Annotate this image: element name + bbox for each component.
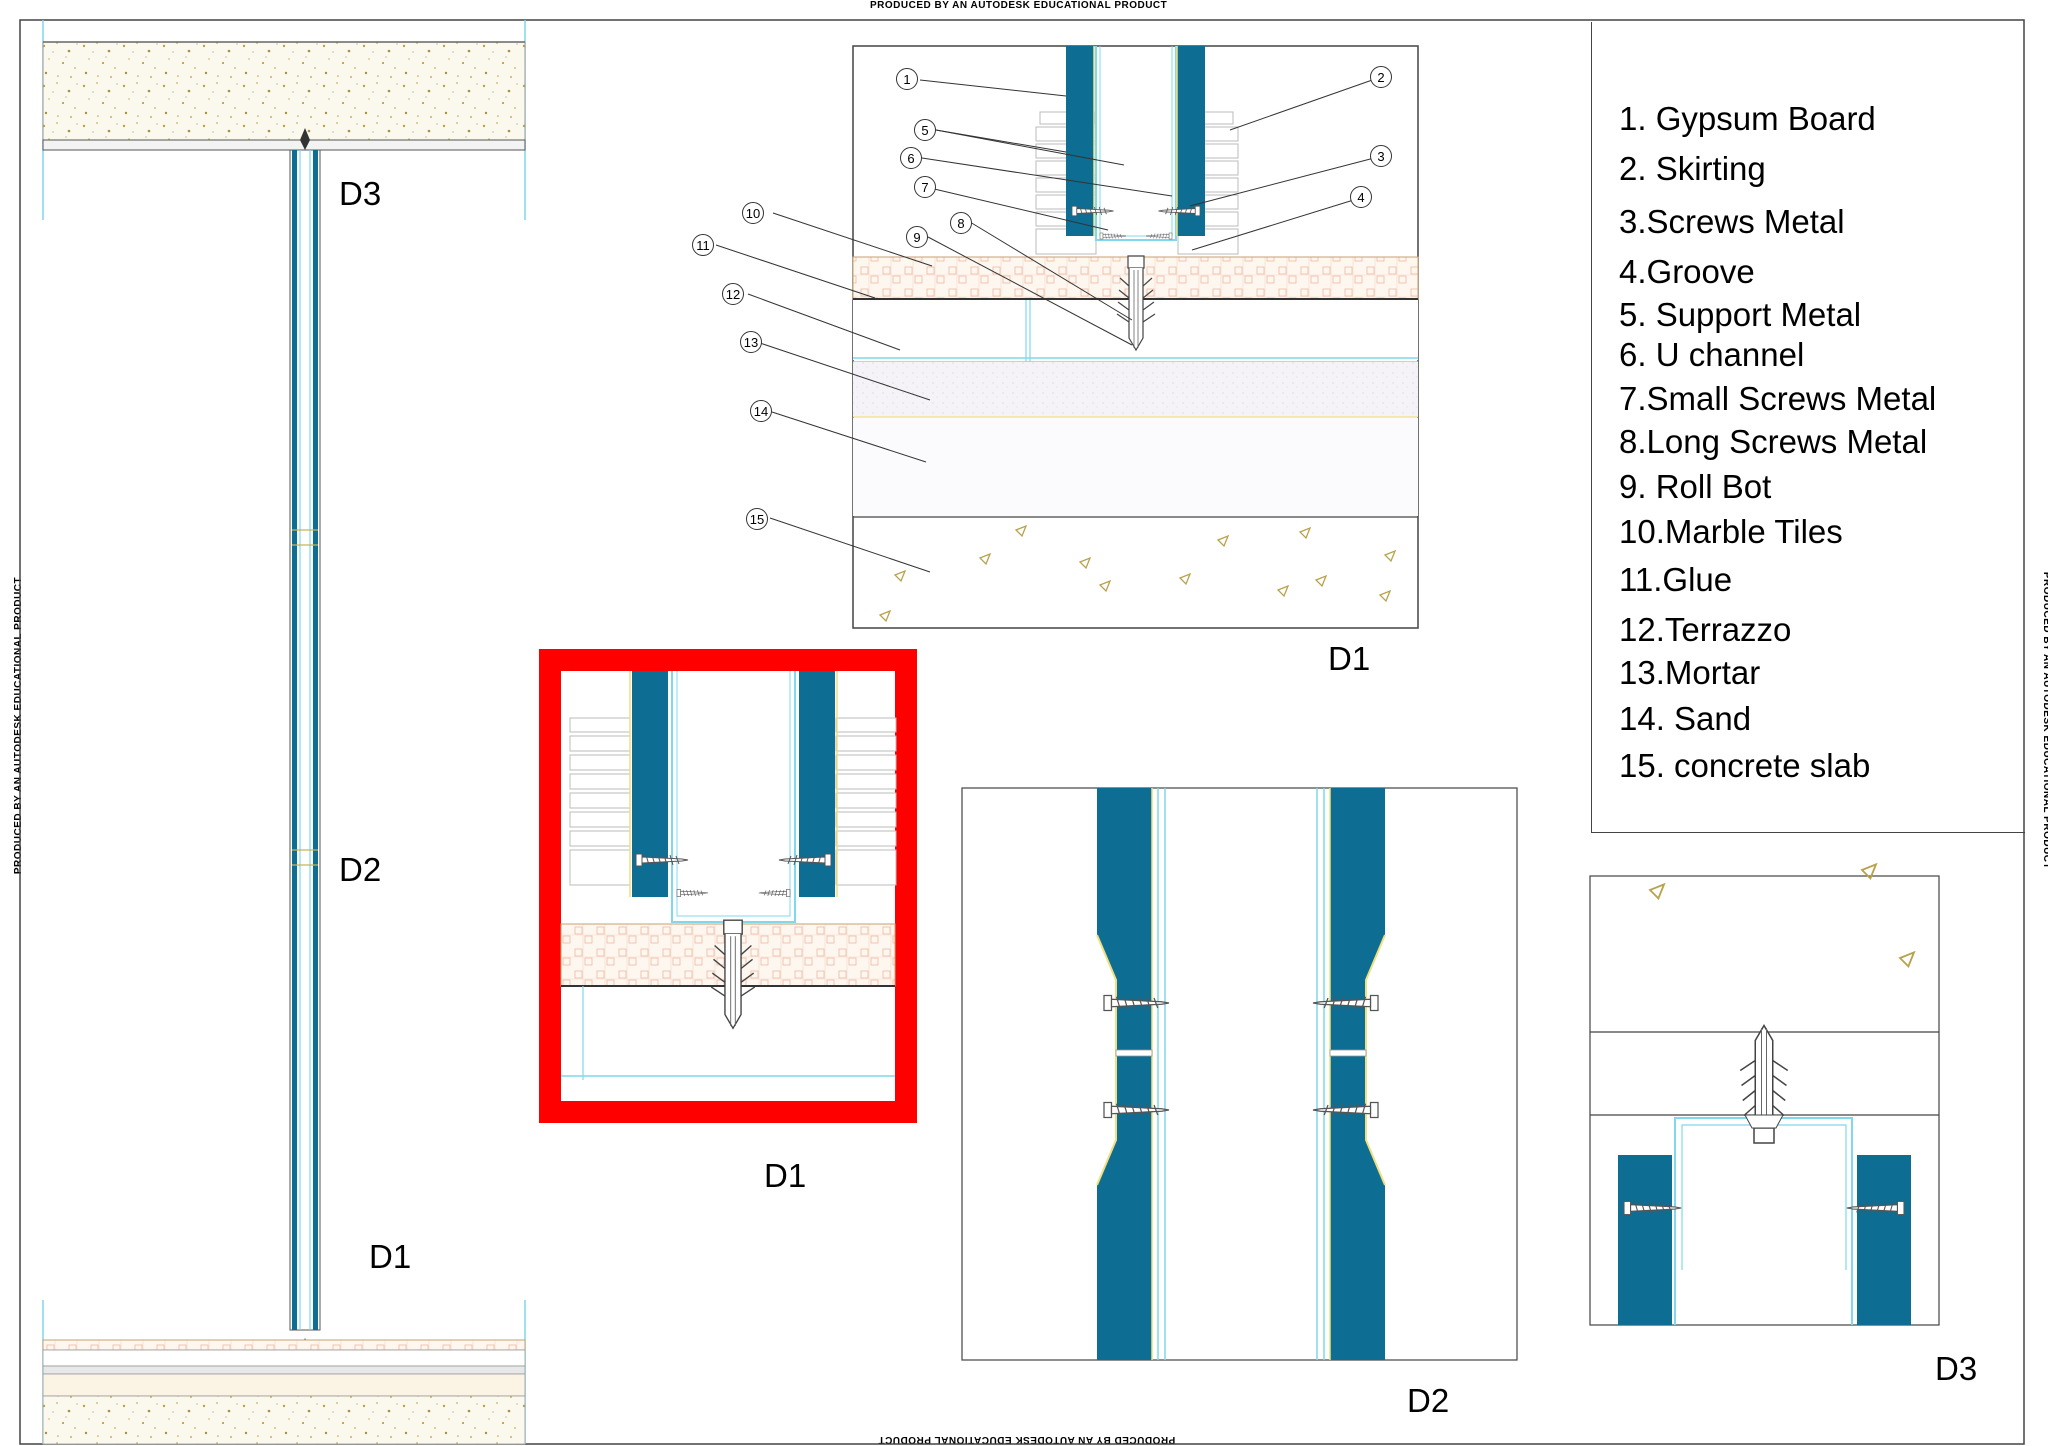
- legend-item: 7.Small Screws Metal: [1619, 380, 1937, 417]
- callout-6: 6: [900, 147, 922, 169]
- legend-panel: 1. Gypsum Board 2. Skirting 3.Screws Met…: [1591, 22, 2025, 833]
- label-top-detail: D1: [1328, 640, 1371, 677]
- legend-item: 6. U channel: [1619, 336, 1805, 373]
- label-red-detail: D1: [764, 1157, 807, 1194]
- sheet-border: [19, 19, 2025, 1445]
- legend-item: 10.Marble Tiles: [1619, 513, 1843, 550]
- label-section-d3: D3: [339, 175, 382, 212]
- floor-slab: [42, 1395, 526, 1445]
- legend-item: 3.Screws Metal: [1619, 203, 1845, 240]
- callout-9: 9: [906, 226, 928, 248]
- ceiling-slab: [42, 41, 526, 141]
- callout-3: 3: [1370, 145, 1392, 167]
- legend-item: 8.Long Screws Metal: [1619, 423, 1928, 460]
- legend-item: 9. Roll Bot: [1619, 468, 1772, 505]
- legend-item: 2. Skirting: [1619, 150, 1766, 187]
- callout-4: 4: [1350, 186, 1372, 208]
- label-mid-detail: D2: [1407, 1382, 1450, 1419]
- legend-item: 13.Mortar: [1619, 654, 1761, 691]
- callout-14: 14: [750, 400, 772, 422]
- label-section-d1: D1: [369, 1238, 412, 1275]
- detail-mid: [961, 787, 1518, 1361]
- callout-12: 12: [722, 283, 744, 305]
- legend-item: 4.Groove: [1619, 253, 1755, 290]
- legend-item: 14. Sand: [1619, 700, 1752, 737]
- label-section-d2: D2: [339, 851, 382, 888]
- callout-8: 8: [950, 212, 972, 234]
- legend-item: 15. concrete slab: [1619, 747, 1871, 784]
- detail-top: [715, 45, 1419, 629]
- wall-section: [42, 20, 526, 1445]
- detail-right: [1589, 863, 1940, 1326]
- callout-7: 7: [914, 176, 936, 198]
- watermark-top: PRODUCED BY AN AUTODESK EDUCATIONAL PROD…: [870, 0, 1168, 11]
- legend-item: 5. Support Metal: [1619, 296, 1862, 333]
- callout-10: 10: [742, 202, 764, 224]
- label-right-detail: D3: [1935, 1350, 1978, 1387]
- callout-5: 5: [914, 119, 936, 141]
- legend-item: 12.Terrazzo: [1619, 611, 1792, 648]
- callout-15: 15: [746, 508, 768, 530]
- callout-2: 2: [1370, 66, 1392, 88]
- callout-11: 11: [692, 234, 714, 256]
- legend-item: 11.Glue: [1619, 561, 1733, 598]
- callout-1: 1: [896, 68, 918, 90]
- callout-13: 13: [740, 331, 762, 353]
- legend-item: 1. Gypsum Board: [1619, 100, 1876, 137]
- detail-highlight: [539, 649, 917, 1123]
